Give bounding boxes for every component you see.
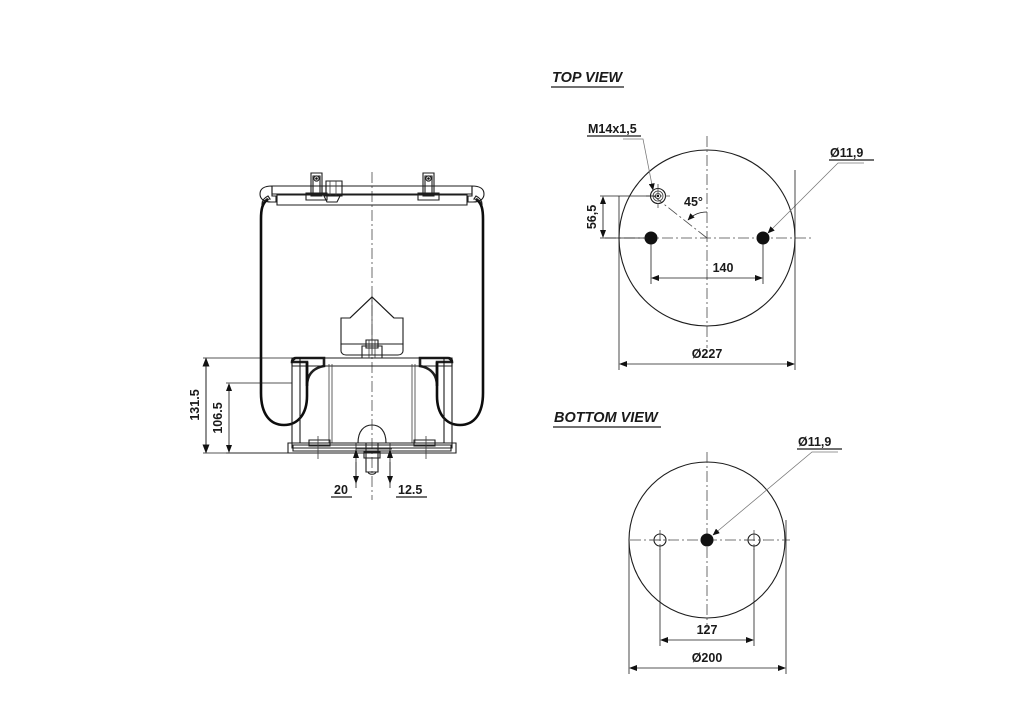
top-bolt-hole-right xyxy=(756,231,770,245)
dim-hole-spacing: 127 xyxy=(697,623,718,637)
top-45deg-ray xyxy=(650,193,708,239)
bump-stop xyxy=(340,296,404,356)
dim-height-total: 131.5 xyxy=(188,389,202,420)
bottom-bolt-hole-leader: Ø11,9 xyxy=(712,435,842,536)
air-port-fitting xyxy=(321,180,343,203)
mounting-stud-left xyxy=(305,172,328,201)
bottom-center-hole xyxy=(700,533,714,547)
dim-offset-vertical-group: 56,5 xyxy=(585,195,656,239)
label-top-bolt-hole: Ø11,9 xyxy=(830,146,863,160)
dim-height-piston: 106.5 xyxy=(211,402,225,433)
top-view-title: TOP VIEW xyxy=(552,70,623,86)
main-view-dimensions: 131.5 106.5 20 12.5 xyxy=(188,357,427,498)
dim-plate-diameter-group: Ø227 xyxy=(618,170,796,370)
top-bolt-hole-leader: Ø11,9 xyxy=(767,146,874,234)
dim-bolt-spacing-group: 140 xyxy=(650,244,764,284)
dim-angle-45: 45° xyxy=(684,195,703,209)
top-bead-plate xyxy=(259,185,485,206)
dim-bolt-spacing: 140 xyxy=(713,261,734,275)
dim-hole-spacing-group: 127 xyxy=(659,546,755,646)
dim-piston-diameter-group: Ø200 xyxy=(628,520,787,674)
dim-plate-diameter: Ø227 xyxy=(692,347,723,361)
top-bolt-hole-left xyxy=(644,231,658,245)
dim-piston-diameter: Ø200 xyxy=(692,651,723,665)
angle-arc xyxy=(687,211,708,221)
dim-offset-vertical: 56,5 xyxy=(585,205,599,229)
label-thread-port: M14x1,5 xyxy=(588,122,637,136)
thread-port-leader: M14x1,5 xyxy=(587,122,655,191)
mounting-stud-right xyxy=(417,172,440,201)
bottom-view-title: BOTTOM VIEW xyxy=(554,410,659,426)
label-bottom-bolt-hole: Ø11,9 xyxy=(798,435,831,449)
bottom-view: BOTTOM VIEW Ø11,9 xyxy=(553,410,842,674)
dim-stud-right: 12.5 xyxy=(398,483,422,497)
rubber-bellows xyxy=(259,195,485,427)
piston-assembly xyxy=(287,339,457,475)
top-view: TOP VIEW 45° M14x1,5 xyxy=(551,70,874,370)
dim-stud-left: 20 xyxy=(334,483,348,497)
main-side-view: 131.5 106.5 20 12.5 xyxy=(188,172,485,500)
